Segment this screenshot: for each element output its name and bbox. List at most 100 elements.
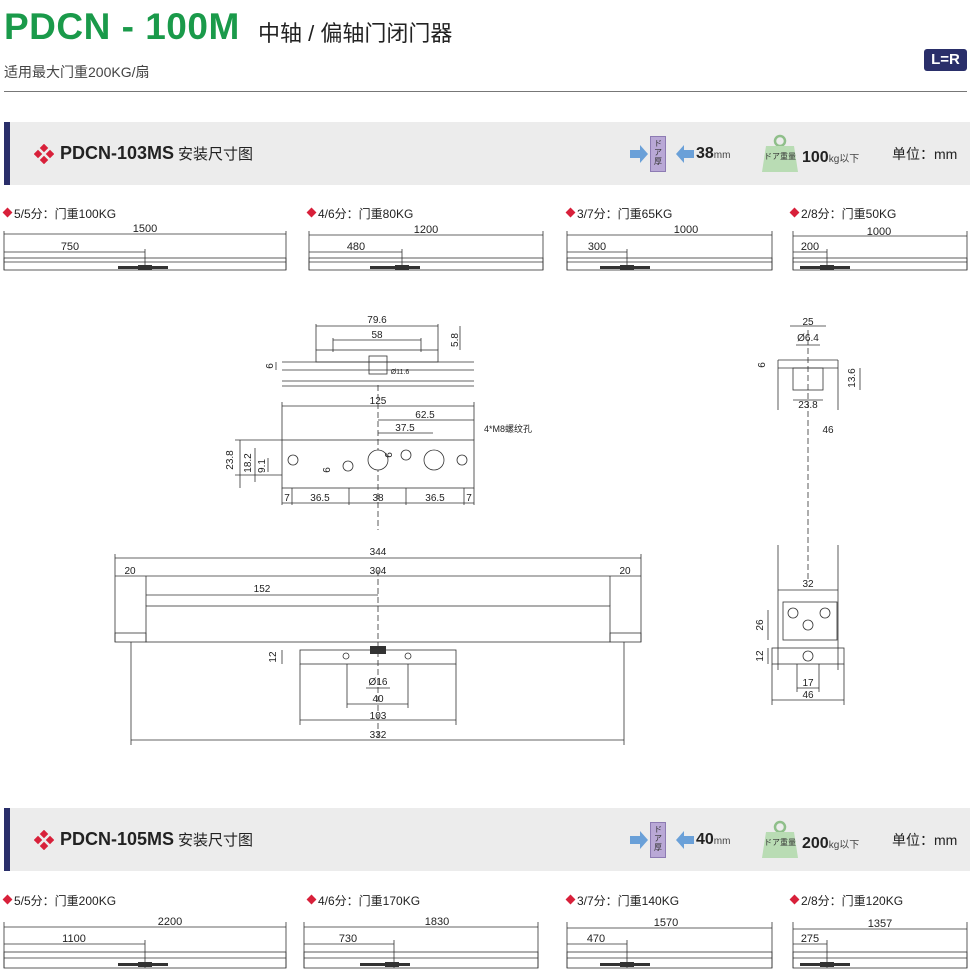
dim-label: 6 [265,363,276,369]
weight-icon-label: ドア重量 [764,837,796,847]
bullet-icon [789,207,800,218]
door-thickness-indicator: ドア厚 40mm [628,822,740,858]
door-thickness-value: 40 [696,831,714,848]
option-offset: 730 [339,933,357,945]
door-thickness-indicator: ドア厚 38mm [628,136,740,172]
page-subtitle: 中轴 / 偏轴门闭门器 [258,21,453,46]
dim-label: 40 [372,694,384,705]
dim-label: 38 [372,493,384,504]
dim-label: 37.5 [395,423,415,434]
option-label-2: 4/6分：门重80KG [306,205,413,222]
door-thickness-unit: mm [713,836,731,847]
dim-label: 46 [802,690,814,701]
unit-label: 单位：mm [892,146,958,162]
option-total: 1500 [133,223,157,235]
bullet-icon [306,207,317,218]
door-weight-indicator: ドア重量 100kg以下 [758,134,888,174]
option-offset: 750 [61,241,79,253]
option-offset: 480 [347,241,365,253]
dim-label: 20 [619,566,631,577]
option-label-2: 4/6分：门重170KG [306,892,420,909]
dim-label: 36.5 [425,493,445,504]
option-total: 1200 [414,224,438,236]
dim-label: Ø11.6 [391,369,410,376]
thickness-arrows-icon [630,145,694,163]
option-label-4: 2/8分：门重120KG [789,892,903,909]
dim-label: 17 [802,678,814,689]
door-weight-value: 200 [802,835,829,852]
door-options-diagram-1: 1500 750 1200 480 1000 300 1000 200 [3,223,968,271]
option-label-3: 3/7分：门重65KG [565,205,672,222]
option-offset: 300 [588,241,606,253]
dim-label: 25 [802,317,814,328]
installation-drawing: 79.6 58 5.8 6 Ø11.6 125 62.5 37.5 4*M8螺纹… [114,315,861,745]
dim-label: 46 [822,425,834,436]
bullet-icon [789,894,800,905]
option-total: 1000 [674,224,698,236]
section-model: PDCN-105MS [60,829,175,849]
door-panel-icon: ドア厚 [650,822,666,858]
thickness-arrows-icon [630,831,694,849]
dim-label: 9.1 [257,459,268,473]
dim-label: 12 [755,650,766,662]
dim-label: 12 [268,651,279,663]
option-total: 1000 [867,226,891,238]
dim-label: 5.8 [450,333,461,347]
thread-note: 4*M8螺纹孔 [484,423,532,434]
dim-label: 125 [370,396,387,407]
option-offset: 200 [801,241,819,253]
option-label-4: 2/8分：门重50KG [789,205,896,222]
dim-label: 332 [370,730,387,741]
dim-label: 18.2 [243,453,254,473]
bullet-icon [565,894,576,905]
door-weight-value: 100 [802,149,829,166]
dim-label: 20 [124,566,136,577]
lr-badge: L=R [924,49,967,71]
dim-label: 7 [466,493,472,504]
dim-label: 62.5 [415,410,435,421]
bullet-icon [565,207,576,218]
door-weight-unit: kg以下 [828,154,860,165]
unit-label: 单位：mm [892,832,958,848]
dim-label: Ø16 [369,677,388,688]
diamond-icon [34,830,54,850]
section-title-cn: 安装尺寸图 [178,146,254,163]
weight-icon-label: ドア重量 [764,151,796,161]
section-model: PDCN-103MS [60,143,175,163]
divider [4,91,967,92]
dim-label: 32 [802,579,814,590]
option-total: 1830 [425,916,449,928]
dim-label: 26 [755,619,766,631]
option-offset: 1100 [62,933,86,945]
option-label-3: 3/7分：门重140KG [565,892,679,909]
bullet-icon [2,207,13,218]
dim-label: 344 [370,547,387,558]
dim-label: 13.6 [847,368,858,388]
door-weight-unit: kg以下 [828,840,860,851]
dim-label: 23.8 [225,450,236,470]
bullet-icon [2,894,13,905]
dim-label: 6 [384,452,395,458]
door-thickness-unit: mm [713,150,731,161]
door-panel-icon: ドア厚 [650,136,666,172]
dim-label: 7 [284,493,290,504]
dim-label: 103 [370,711,387,722]
dim-label: 79.6 [367,315,387,326]
door-thickness-value: 38 [696,145,714,162]
dim-label: 304 [370,566,387,577]
option-total: 1570 [654,917,678,929]
page-title: PDCN - 100M [4,6,240,47]
door-options-diagram-2: 2200 1100 1830 730 1570 470 1357 275 [3,916,968,969]
option-offset: 275 [801,933,819,945]
dim-label: 58 [371,330,383,341]
dim-label: 23.8 [798,400,818,411]
weight-icon: ドア重量 [762,820,798,858]
diamond-icon [34,144,54,164]
dim-label: 152 [254,584,271,595]
option-label-1: 5/5分：门重200KG [2,892,116,909]
section-title-cn: 安装尺寸图 [178,832,254,849]
option-total: 2200 [158,916,182,928]
